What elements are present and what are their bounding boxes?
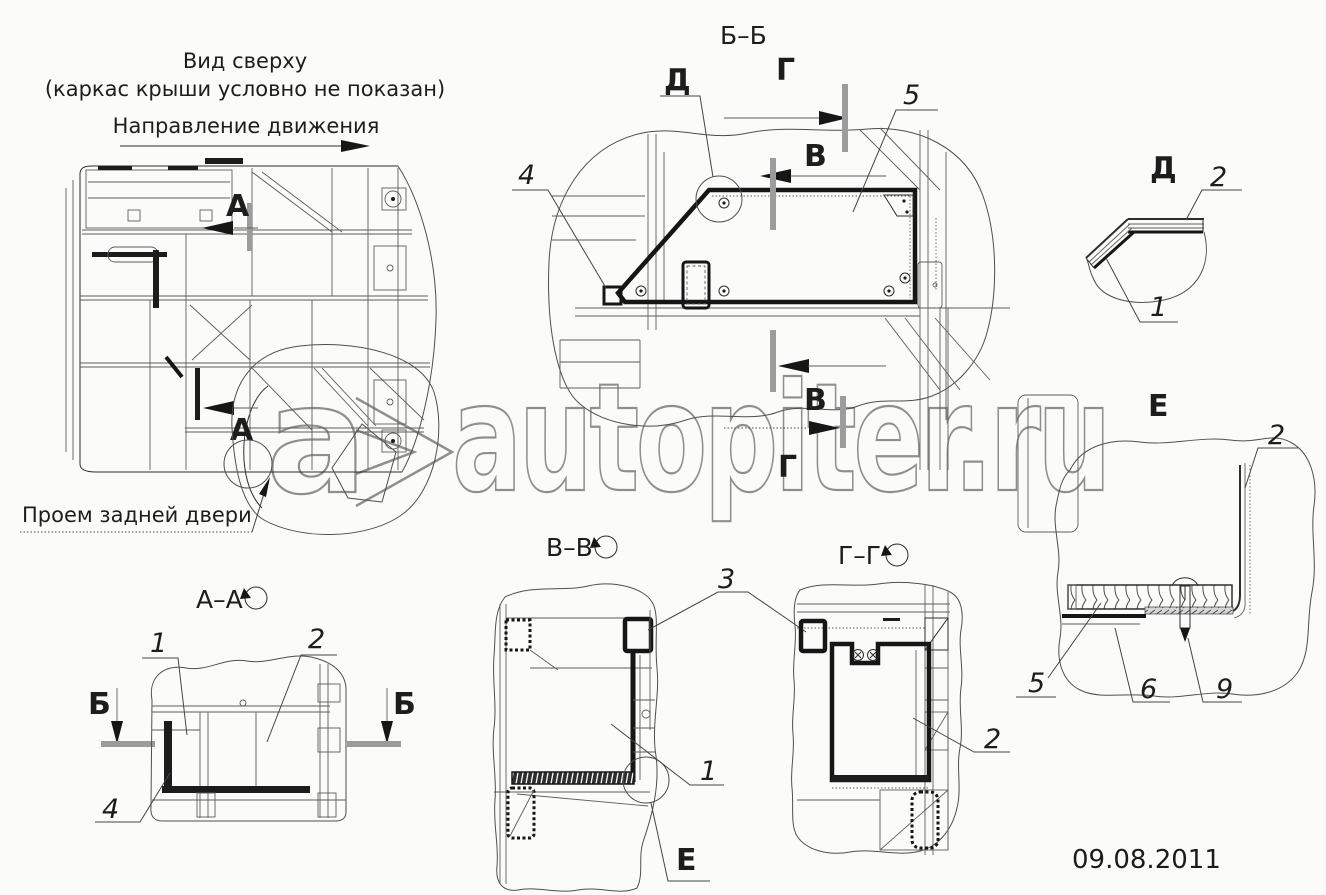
watermark-chevron-icon [355, 396, 455, 508]
e-part-5-callout: 5 [1016, 602, 1102, 699]
watermark-logo-letter: a [266, 354, 362, 528]
bb-detail-d-label: Д [664, 63, 691, 98]
e-part-2-callout: 2 [1244, 420, 1298, 489]
vv-part-1-label: 1 [700, 756, 717, 787]
vv-part-1-callout: 1 [610, 723, 724, 787]
vv-detail-e-circle [622, 756, 670, 804]
door-note-label: Проем задней двери [22, 503, 252, 527]
bb-detail-d-callout: Д [660, 63, 714, 178]
aa-cut-b-right-label: Б [393, 687, 416, 722]
gg-rotated-icon [881, 543, 909, 567]
e-screw [1171, 577, 1199, 642]
bb-cut-g-lower-label: Г [778, 450, 797, 485]
aa-part-4-callout: 4 [95, 772, 171, 825]
bb-cut-v-upper-label: В [804, 139, 827, 174]
caption-direction: Направление движения [113, 114, 380, 138]
drawing-date: 09.08.2011 [1072, 845, 1221, 875]
bb-part-4-label: 4 [518, 160, 535, 191]
cut-mark-a-upper: А [202, 189, 258, 251]
gg-bolts [852, 649, 879, 661]
door-note: Проем задней двери [20, 477, 270, 533]
aa-part-2-callout: 2 [266, 624, 337, 743]
d-part-1-label: 1 [1150, 292, 1167, 323]
section-aa-view: А–А Б Б 1 [88, 585, 416, 825]
gg-title: Г–Г [838, 541, 881, 570]
d-strip [1085, 218, 1204, 270]
cut-label-a-lower: А [230, 413, 254, 448]
aa-title: А–А [196, 585, 243, 614]
e-part-5-label: 5 [1028, 668, 1045, 699]
e-part-6-callout: 6 [1114, 627, 1170, 705]
vv-rotated-icon [590, 535, 618, 559]
caption-roof-note: (каркас крыши условно не показан) [45, 77, 445, 101]
section-gg-view: Г–Г 2 [791, 541, 1010, 855]
aa-part-4-label: 4 [102, 794, 119, 825]
vv-title: В–В [546, 533, 593, 562]
vv-part-3-callout: 3 [647, 564, 807, 633]
top-captions: Вид сверху (каркас крыши условно не пока… [45, 49, 445, 152]
section-vv-view: В–В 3 1 Е [492, 533, 807, 892]
detail-d-view: Д 2 1 [1085, 151, 1242, 323]
e-seal-strip [1067, 584, 1233, 610]
aa-part-2-label: 2 [308, 624, 325, 655]
gg-part-2-label: 2 [984, 724, 1001, 755]
bb-title: Б–Б [720, 21, 767, 50]
aa-part-1-callout: 1 [142, 628, 188, 736]
e-part-9-label: 9 [1216, 674, 1233, 705]
d-part-2-label: 2 [1210, 162, 1227, 193]
watermark: a autopiter.ru [243, 351, 1114, 529]
bb-cut-v-lower-label: В [804, 383, 827, 418]
direction-arrow-icon [120, 140, 370, 152]
vv-detail-e-label: Е [676, 843, 697, 878]
detail-e-view: Е 2 5 6 9 [1016, 389, 1316, 705]
e-part-9-callout: 9 [1187, 637, 1242, 705]
bb-cut-g-upper-label: Г [776, 53, 795, 88]
cut-mark-a-lower: А [203, 401, 258, 448]
e-part-2-label: 2 [1268, 420, 1285, 451]
bb-corner-bracket [883, 194, 914, 217]
top-view-drawing: А А Проем задней двери [20, 158, 440, 536]
bb-detail-d-circle [695, 175, 743, 223]
section-bb-view: Б–Б [512, 21, 1079, 533]
bb-part-5-callout: 5 [852, 80, 938, 213]
vv-part-3-label: 3 [718, 564, 735, 595]
aa-cut-b-right: Б [347, 687, 416, 747]
watermark-text: autopiter.ru [452, 352, 1108, 526]
d-part-2-callout: 2 [1185, 162, 1242, 221]
aa-cut-b-left: Б [88, 687, 155, 747]
e-part-6-label: 6 [1140, 674, 1157, 705]
e-title: Е [1148, 389, 1169, 424]
bb-part-5-label: 5 [903, 80, 920, 111]
bb-bolts [635, 197, 911, 297]
aa-rotated-icon [240, 586, 268, 610]
watermark-paren-icon [243, 385, 269, 509]
gg-part-2-callout: 2 [912, 717, 1010, 755]
vv-seal-strip [511, 771, 635, 785]
cut-label-a-upper: А [226, 189, 250, 224]
bb-cut-g-upper: Г [724, 53, 848, 152]
watermark-chevron-inner-icon [355, 428, 418, 476]
aa-cut-b-left-label: Б [88, 687, 111, 722]
e-lower-strip [1144, 606, 1234, 615]
d-title: Д [1150, 151, 1177, 186]
d-part-1-callout: 1 [1105, 257, 1178, 323]
aa-part-1-label: 1 [150, 628, 167, 659]
bb-cut-v-upper: В [760, 139, 886, 230]
bb-cut-v-lower: В Г [724, 330, 886, 485]
bb-part-4-callout: 4 [512, 160, 607, 289]
vv-detail-e-callout: Е [650, 802, 710, 882]
caption-view-from-top: Вид сверху [183, 49, 307, 73]
